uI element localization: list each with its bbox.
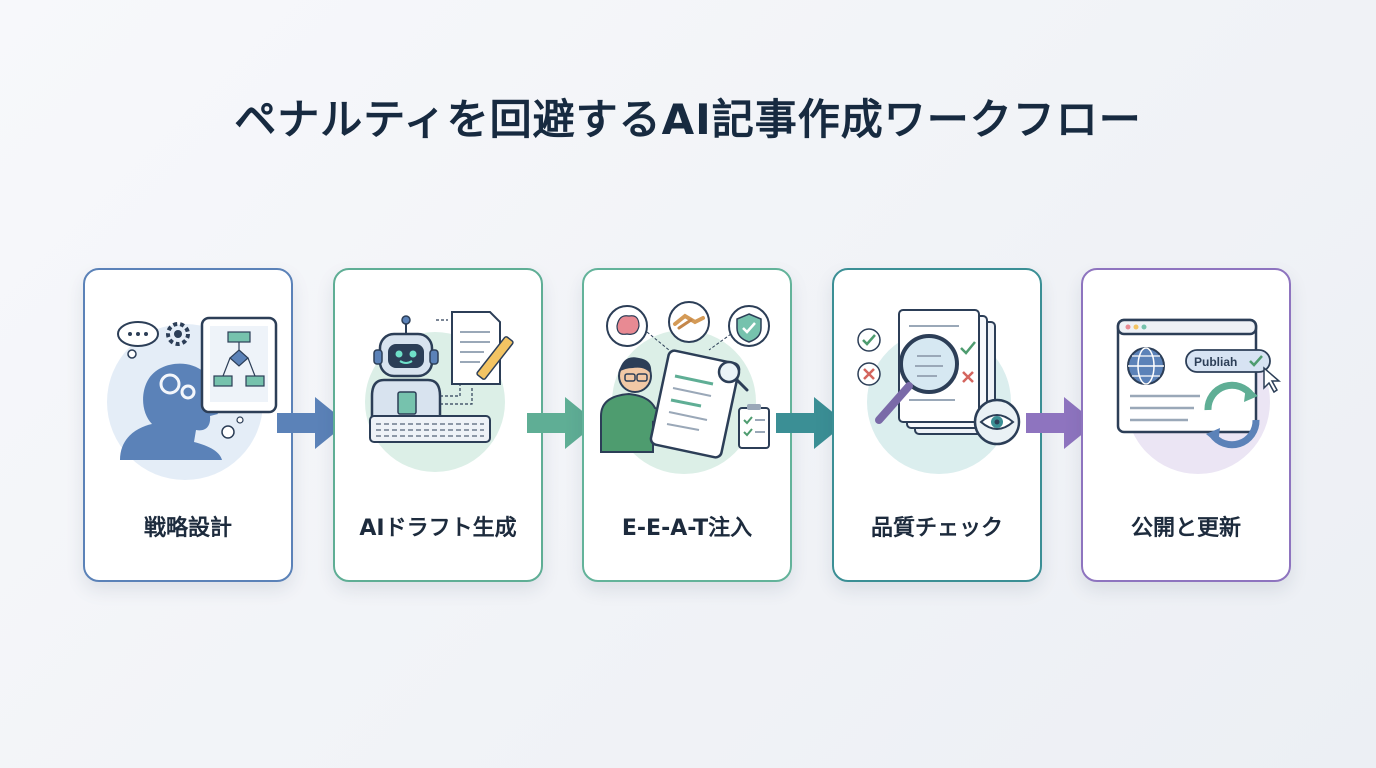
arrow-right-icon — [527, 397, 597, 449]
arrow-right-icon — [1026, 397, 1096, 449]
step-card-publish-update: Publiah 公開と更新 — [1081, 268, 1291, 582]
step-label-quality-check: 品質チェック — [870, 516, 1003, 541]
step-card-strategy: 戦略設計 — [83, 268, 293, 582]
step-label-ai-draft: AIドラフト生成 — [359, 516, 517, 541]
ai-robot-writing-illustration — [365, 311, 514, 472]
step-label-publish-update: 公開と更新 — [1130, 516, 1241, 541]
page-title: ペナルティを回避するAI記事作成ワークフロー — [234, 95, 1142, 144]
step-label-eeat: E-E-A-T注入 — [621, 516, 753, 541]
step-card-quality-check: 品質チェック — [832, 268, 1042, 582]
step-card-ai-draft: AIドラフト生成 — [333, 268, 543, 582]
publish-button-text: Publiah — [1194, 355, 1237, 369]
publish-browser-illustration: Publiah — [1116, 318, 1282, 474]
arrow-right-icon — [776, 397, 846, 449]
step-label-strategy: 戦略設計 — [143, 516, 232, 541]
quality-inspection-illustration — [857, 309, 1021, 474]
step-card-eeat: E-E-A-T注入 — [582, 268, 792, 582]
expert-editing-illustration — [600, 301, 770, 474]
arrow-right-icon — [277, 397, 347, 449]
strategy-thinking-illustration — [107, 316, 278, 480]
